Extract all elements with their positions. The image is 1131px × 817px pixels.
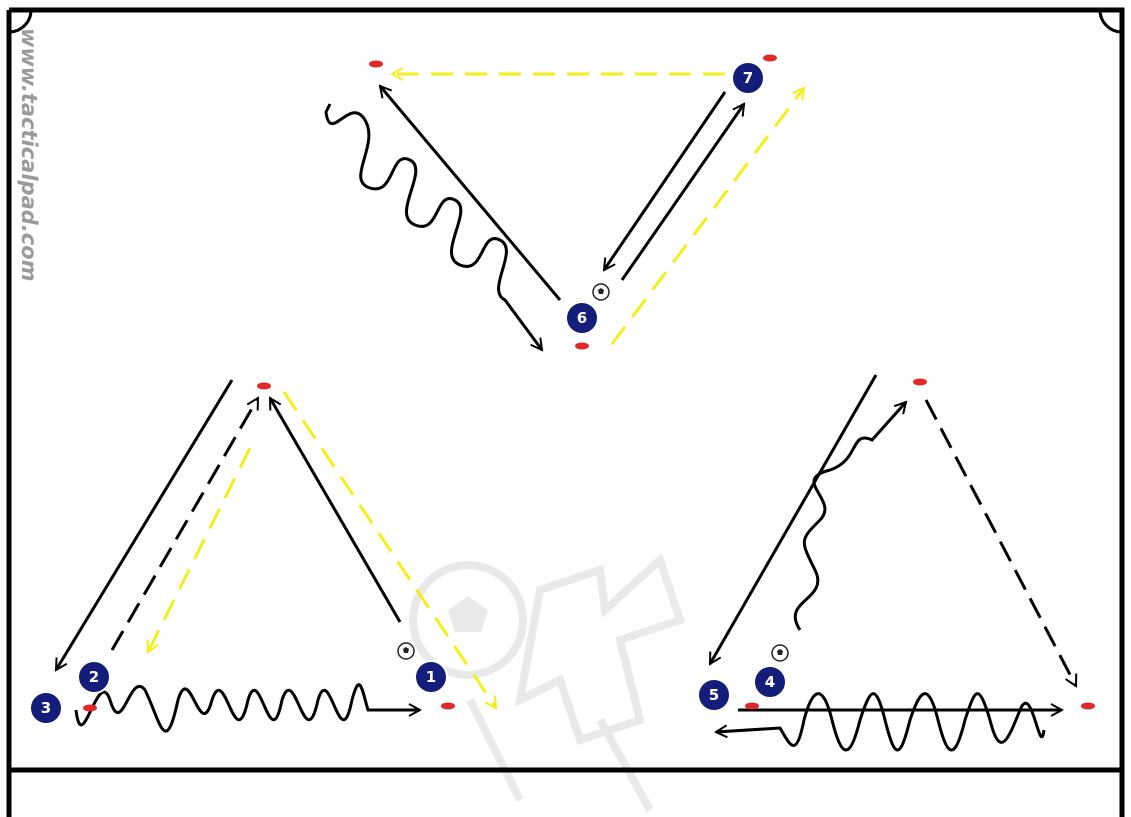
field-lines (6, 7, 1125, 817)
player-6[interactable]: 6 (565, 301, 599, 335)
player-5[interactable]: 5 (697, 678, 731, 712)
soccer-ball-icon (771, 644, 789, 662)
cone-icon (575, 342, 589, 350)
right-drill (708, 374, 1078, 752)
cone-icon (1081, 702, 1095, 710)
pass-arrow (110, 398, 260, 651)
dribble-arrow (793, 402, 906, 631)
cone-icon (369, 60, 383, 68)
tacticalpad-logo-icon (409, 552, 686, 812)
pass-arrow (924, 399, 1078, 686)
player-number: 3 (41, 699, 51, 717)
cone-icon (257, 382, 271, 390)
player-number: 2 (89, 668, 99, 686)
cone-icon (745, 702, 759, 710)
dribble-arrow (324, 103, 542, 350)
cone-icon (441, 702, 455, 710)
pass-arrow (610, 88, 804, 345)
run-arrow (708, 374, 878, 664)
player-2[interactable]: 2 (77, 660, 111, 694)
player-3[interactable]: 3 (29, 691, 63, 725)
soccer-ball-icon (397, 642, 415, 660)
cone-icon (763, 54, 777, 62)
player-7[interactable]: 7 (731, 61, 765, 95)
cone-icon (913, 378, 927, 386)
run-arrow (602, 91, 727, 270)
player-4[interactable]: 4 (753, 665, 787, 699)
player-number: 5 (709, 686, 719, 704)
cone-icon (83, 704, 97, 712)
player-number: 4 (765, 673, 775, 691)
player-number: 1 (426, 668, 436, 686)
watermark-text: www.tacticalpad.com (17, 28, 41, 282)
left-drill (54, 379, 498, 733)
dribble-arrow (716, 692, 1046, 752)
run-arrow (620, 104, 746, 281)
player-number: 6 (577, 309, 587, 327)
pass-arrow (148, 447, 252, 652)
cones (83, 54, 1095, 712)
soccer-ball-icon (592, 283, 610, 301)
pass-arrow (282, 391, 498, 708)
run-arrow (268, 398, 402, 623)
run-arrow (54, 379, 234, 670)
top-drill (324, 74, 804, 350)
dribble-arrow (74, 683, 420, 733)
player-number: 7 (743, 69, 753, 87)
run-arrow (380, 86, 562, 301)
player-1[interactable]: 1 (414, 660, 448, 694)
